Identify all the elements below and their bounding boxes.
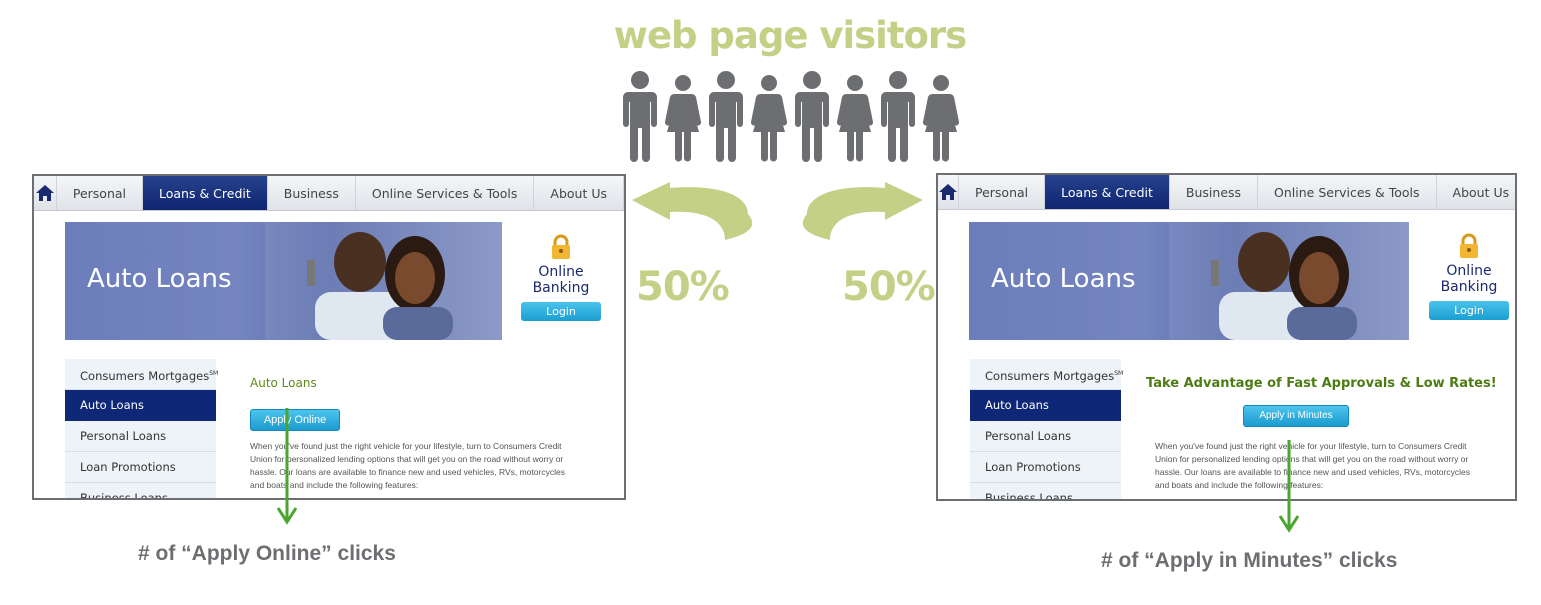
nav-personal[interactable]: Personal bbox=[57, 176, 143, 210]
login-button[interactable]: Login bbox=[1429, 301, 1509, 320]
down-arrow-icon bbox=[1278, 440, 1300, 533]
online-banking-line1: Online bbox=[1446, 263, 1492, 279]
lock-icon bbox=[552, 234, 570, 259]
man-icon bbox=[623, 71, 657, 162]
woman-icon bbox=[836, 75, 874, 162]
online-banking-line2: Banking bbox=[532, 280, 590, 296]
sidenav-personal-loans[interactable]: Personal Loans bbox=[65, 421, 216, 452]
home-icon[interactable] bbox=[34, 176, 57, 210]
variant-a-page: Personal Loans & Credit Business Online … bbox=[32, 174, 626, 500]
body-text: When you've found just the right vehicle… bbox=[250, 441, 565, 490]
woman-icon bbox=[922, 75, 960, 162]
hero-photo bbox=[1169, 222, 1406, 340]
sidenav-auto-loans[interactable]: Auto Loans bbox=[65, 390, 216, 421]
apply-in-minutes-button[interactable]: Apply in Minutes bbox=[1243, 405, 1349, 427]
man-icon bbox=[795, 71, 829, 162]
nav-online-services[interactable]: Online Services & Tools bbox=[1258, 175, 1437, 209]
hero-title: Auto Loans bbox=[991, 264, 1136, 294]
split-arrow-left bbox=[632, 182, 753, 240]
sidenav-business-loans[interactable]: Business Loans bbox=[65, 483, 216, 498]
visitors-group bbox=[623, 71, 960, 162]
sidenav-consumers-mortgages[interactable]: Consumers MortgagesSM bbox=[65, 359, 218, 390]
online-banking: Online Banking Login bbox=[516, 234, 606, 321]
apply-online-button[interactable]: Apply Online bbox=[250, 409, 340, 431]
woman-icon bbox=[664, 75, 702, 162]
variant-b-page: Personal Loans & Credit Business Online … bbox=[936, 173, 1517, 501]
content-title: Auto Loans bbox=[250, 376, 317, 390]
split-percent-left: 50% bbox=[636, 264, 730, 310]
headline: web page visitors bbox=[613, 14, 967, 57]
online-banking-line1: Online bbox=[538, 264, 584, 280]
body-text: When you've found just the right vehicle… bbox=[1155, 441, 1470, 490]
nav-loans-credit[interactable]: Loans & Credit bbox=[143, 176, 268, 210]
nav-personal[interactable]: Personal bbox=[959, 175, 1046, 209]
main-nav: Personal Loans & Credit Business Online … bbox=[938, 175, 1515, 210]
sidenav-personal-loans[interactable]: Personal Loans bbox=[970, 421, 1121, 452]
hero-title: Auto Loans bbox=[87, 264, 232, 294]
down-arrow-icon bbox=[276, 408, 298, 525]
online-banking: Online Banking Login bbox=[1424, 233, 1514, 320]
side-nav: Consumers MortgagesSM Auto Loans Persona… bbox=[970, 359, 1123, 499]
split-percent-right: 50% bbox=[842, 264, 936, 310]
nav-loans-credit[interactable]: Loans & Credit bbox=[1045, 175, 1170, 209]
hero-photo bbox=[265, 222, 502, 340]
content-title: Take Advantage of Fast Approvals & Low R… bbox=[1146, 376, 1497, 391]
online-banking-line2: Banking bbox=[1440, 279, 1498, 295]
sidenav-loan-promotions[interactable]: Loan Promotions bbox=[970, 452, 1121, 483]
side-nav: Consumers MortgagesSM Auto Loans Persona… bbox=[65, 359, 218, 498]
nav-business[interactable]: Business bbox=[268, 176, 356, 210]
metric-variant-a: # of “Apply Online” clicks bbox=[138, 542, 396, 565]
hero-banner: Auto Loans bbox=[65, 222, 502, 340]
main-nav: Personal Loans & Credit Business Online … bbox=[34, 176, 624, 211]
sidenav-business-loans[interactable]: Business Loans bbox=[970, 483, 1121, 499]
nav-online-services[interactable]: Online Services & Tools bbox=[356, 176, 535, 210]
man-icon bbox=[881, 71, 915, 162]
woman-icon bbox=[750, 75, 788, 162]
nav-about-us[interactable]: About Us bbox=[1437, 175, 1515, 209]
hero-banner: Auto Loans bbox=[969, 222, 1409, 340]
metric-variant-b: # of “Apply in Minutes” clicks bbox=[1101, 549, 1398, 572]
nav-business[interactable]: Business bbox=[1170, 175, 1259, 209]
nav-about-us[interactable]: About Us bbox=[534, 176, 624, 210]
sidenav-loan-promotions[interactable]: Loan Promotions bbox=[65, 452, 216, 483]
lock-icon bbox=[1460, 233, 1478, 258]
man-icon bbox=[709, 71, 743, 162]
login-button[interactable]: Login bbox=[521, 302, 601, 321]
home-icon[interactable] bbox=[938, 175, 959, 209]
split-arrow-right bbox=[802, 182, 923, 240]
sidenav-auto-loans[interactable]: Auto Loans bbox=[970, 390, 1121, 421]
sidenav-consumers-mortgages[interactable]: Consumers MortgagesSM bbox=[970, 359, 1123, 390]
